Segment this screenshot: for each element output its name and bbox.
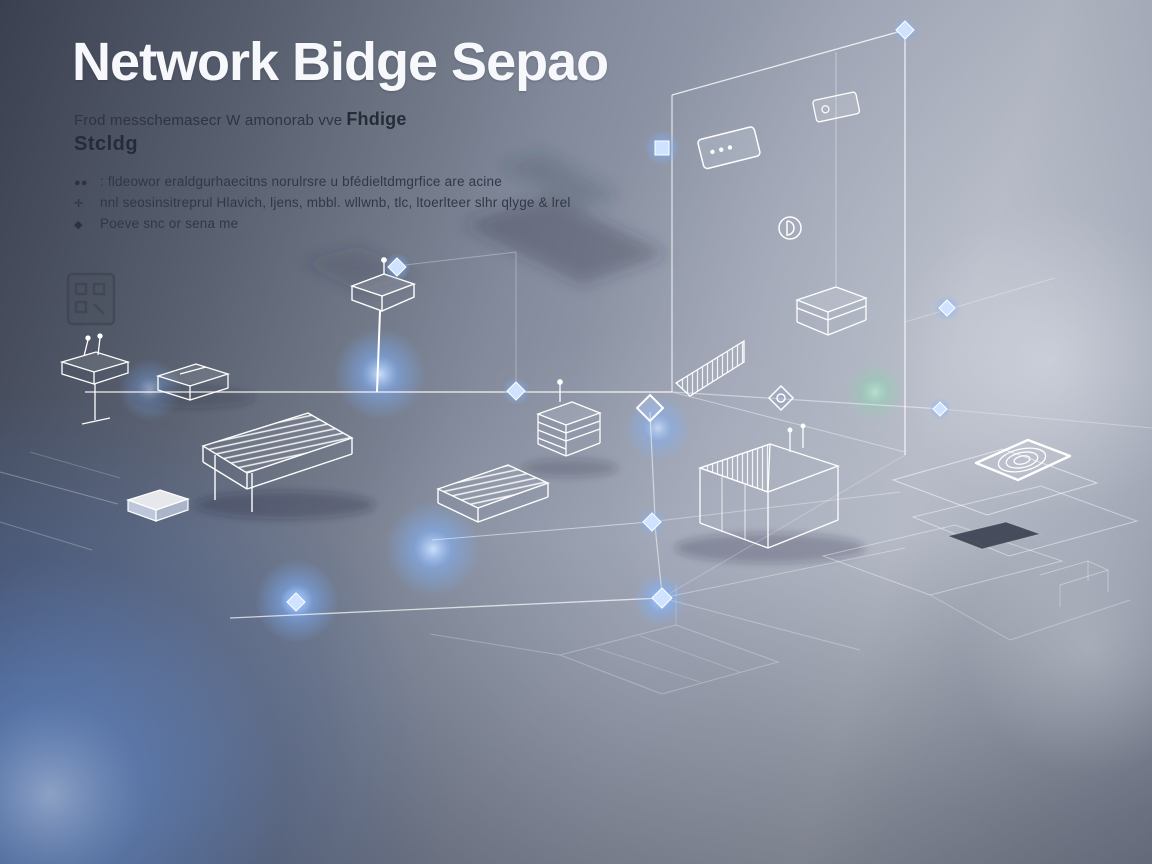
subtitle-text: Frod messchemasecr W amonorab vve (74, 111, 343, 129)
bullet-text: nnl seosinsitreprul Hlavich, ljens, mbbl… (100, 194, 571, 210)
printer-device (155, 363, 231, 401)
bullet-text: Poeve snc or sena me (100, 215, 239, 231)
left-guide-lines (0, 451, 121, 551)
diamond-port-icon (767, 384, 795, 412)
solar-panel-device (201, 412, 354, 512)
plus-icon: ✛ (74, 197, 84, 210)
building-device (698, 423, 840, 549)
stairs-device (674, 339, 745, 397)
router-device (59, 333, 131, 425)
diamond-icon: ◆ (74, 218, 83, 231)
bullet-item: ◆ Poeve snc or sena me (74, 214, 732, 235)
bullet-text: : fldeowor eraldgurhaecitns norulrsre u … (100, 173, 502, 189)
bullet-list: ●● : fldeowor eraldgurhaecitns norulrsre… (74, 172, 732, 235)
card-device (697, 126, 761, 170)
header-copy: Network Bidge Sepao Frod messchemasecr W… (72, 34, 732, 235)
shadow-streaks (300, 152, 668, 292)
dots-icon: ●● (74, 176, 88, 189)
qr-glyph-icon (66, 272, 116, 326)
white-box-device (126, 489, 190, 522)
circle-node-icon (778, 216, 802, 240)
glow-spots (0, 205, 1152, 864)
platform-outlines (821, 448, 1139, 641)
subtitle-line2: Stcldg (74, 132, 139, 155)
bullet-item: ●● : fldeowor eraldgurhaecitns norulrsre… (74, 172, 732, 193)
hatched-panel-device (436, 464, 550, 523)
mini-device (812, 91, 861, 123)
network-nodes (281, 17, 960, 617)
subtitle-emphasis: Fhdige (346, 108, 407, 129)
page-title: Network Bidge Sepao (72, 32, 609, 92)
server-stack-device (536, 379, 602, 457)
connection-lines (85, 251, 1152, 651)
server-box-device (795, 286, 868, 336)
bullet-item: ✛ nnl seosinsitreprul Hlavich, ljens, mb… (74, 193, 732, 214)
faint-structure (429, 585, 780, 695)
